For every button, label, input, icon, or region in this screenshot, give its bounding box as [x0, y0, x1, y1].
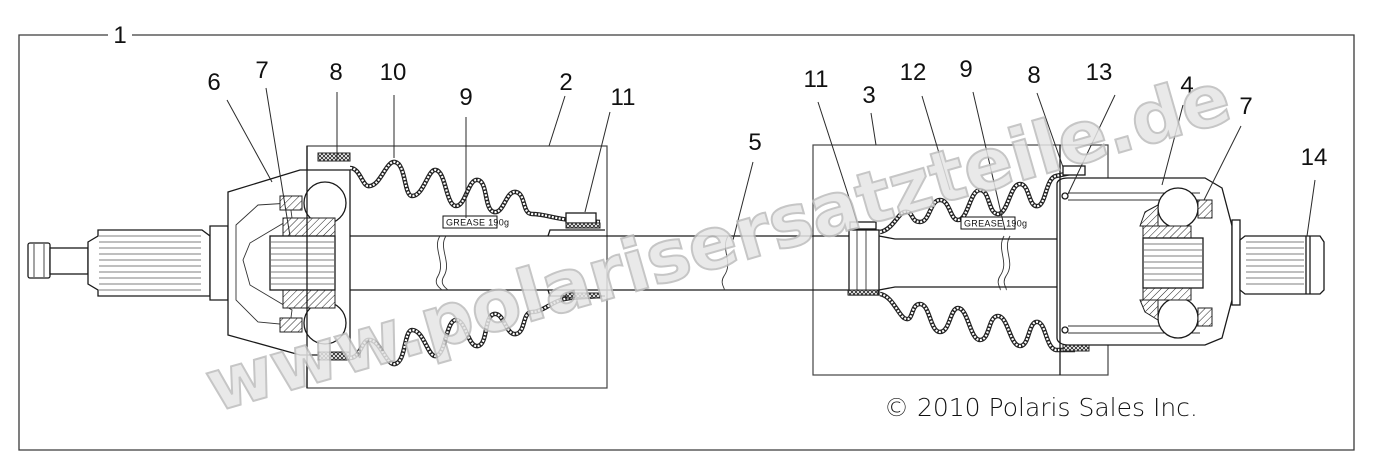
callout-number: 12 — [900, 59, 927, 86]
left-stub-shaft — [27, 225, 229, 301]
callout-7: 7 — [1203, 93, 1253, 201]
callout-4: 4 — [1161, 72, 1194, 186]
callout-5: 5 — [732, 129, 762, 241]
leader-line — [584, 111, 611, 213]
callout-number: 9 — [959, 56, 972, 83]
leader-line — [1067, 94, 1116, 195]
grease-label-left: GREASE 190g — [442, 215, 509, 229]
callout-2: 2 — [548, 69, 573, 147]
callout-9: 9 — [959, 56, 1006, 231]
callout-10: 10 — [380, 59, 407, 158]
callout-number: 7 — [255, 57, 268, 84]
callout-number: 14 — [1301, 144, 1328, 171]
callout-11: 11 — [804, 66, 858, 223]
callout-number: 9 — [459, 84, 472, 111]
callout-number: 5 — [748, 129, 761, 156]
left-boot — [349, 159, 601, 367]
svg-text:GREASE 190g: GREASE 190g — [446, 218, 509, 228]
callout-14: 14 — [1301, 144, 1328, 237]
leader-line — [870, 112, 877, 146]
callout-9: 9 — [459, 84, 473, 218]
leader-line — [1306, 179, 1316, 237]
callout-7: 7 — [255, 57, 291, 237]
right-cv-housing — [1056, 145, 1325, 375]
callout-number: 3 — [862, 82, 875, 109]
callout-number: 11 — [611, 84, 636, 111]
leader-line — [732, 161, 754, 241]
leader-line — [1203, 125, 1242, 201]
copyright-text: © 2010 Polaris Sales Inc. — [884, 393, 1198, 422]
leader-line — [226, 99, 273, 183]
callout-11: 11 — [584, 84, 636, 213]
center-shaft — [350, 229, 1060, 297]
callout-number: 2 — [559, 69, 572, 96]
callout-number: 13 — [1086, 59, 1113, 86]
right-boot — [847, 165, 1090, 353]
assembly-frame: 1 — [18, 22, 1355, 451]
callouts: 6 7 8 10 9 2 11 5 11 3 12 9 8 13 4 7 14 — [207, 56, 1328, 241]
leader-line — [972, 91, 1006, 231]
callout-3: 3 — [862, 82, 877, 146]
leader-line — [921, 95, 951, 191]
callout-8: 8 — [1027, 62, 1064, 168]
callout-12: 12 — [900, 59, 951, 191]
callout-13: 13 — [1067, 59, 1116, 195]
callout-number: 8 — [329, 59, 342, 86]
callout-number: 7 — [1239, 93, 1252, 120]
callout-1: 1 — [113, 22, 126, 49]
callout-number: 10 — [380, 59, 407, 86]
leader-line — [1036, 92, 1064, 168]
leader-line — [265, 87, 291, 237]
callout-number: 8 — [1027, 62, 1040, 89]
left-cv-housing — [227, 146, 351, 388]
callout-number: 4 — [1180, 72, 1193, 99]
callout-8: 8 — [329, 59, 343, 160]
callout-6: 6 — [207, 69, 273, 183]
callout-number: 11 — [804, 66, 829, 93]
svg-text:GREASE 190g: GREASE 190g — [964, 219, 1027, 229]
callout-number: 6 — [207, 69, 220, 96]
leader-line — [548, 95, 566, 147]
grease-label-right: GREASE 190g — [960, 216, 1027, 230]
leader-line — [1161, 104, 1184, 186]
leader-line — [817, 101, 858, 223]
